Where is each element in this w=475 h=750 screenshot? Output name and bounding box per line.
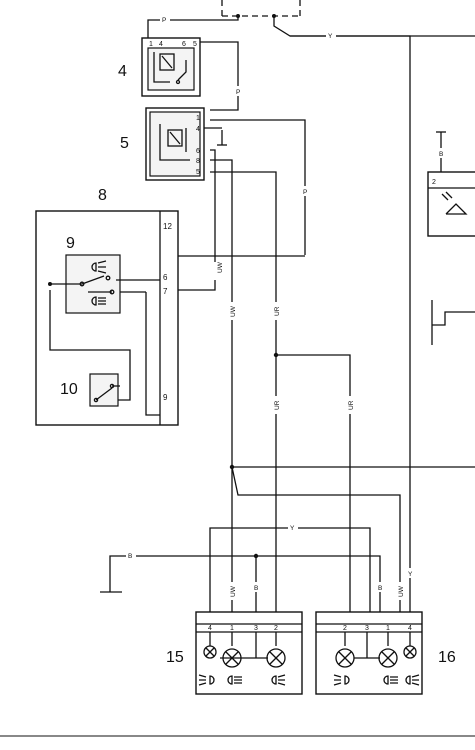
relay5-pin-1: 1: [196, 115, 200, 122]
lamp15-pin-4: 4: [208, 625, 212, 632]
component-number-5: 5: [120, 135, 129, 152]
wire-label-uw: UW: [230, 585, 237, 597]
wire-label-y: Y: [328, 33, 333, 40]
lamp-unit-15: 4 1 3 2: [195, 611, 303, 695]
wire-label-b: B: [439, 151, 443, 158]
lamp-unit-16: 2 3 1 4: [315, 611, 423, 695]
component-number-16: 16: [438, 649, 456, 666]
lamp15-pin-2: 2: [274, 625, 278, 632]
unit8-pin-12: 12: [163, 222, 172, 231]
relay5-pin-6: 6: [196, 148, 200, 155]
component-number-9: 9: [66, 235, 75, 252]
unit8-pin-7: 7: [163, 287, 168, 296]
wire-label-y: Y: [408, 571, 413, 578]
wire-label-p: P: [162, 17, 166, 24]
wire-label-uw: UW: [398, 585, 405, 597]
wire-label-b: B: [254, 585, 258, 592]
wire-label-ur: UR: [348, 400, 355, 410]
right-edge-component: 2: [427, 171, 475, 237]
wire-label-b: B: [128, 553, 132, 560]
lamp16-pin-3: 3: [365, 625, 369, 632]
wires: [100, 16, 475, 625]
unit8-pin-9: 9: [163, 393, 168, 402]
relay-5: 1 4 6 8 5: [145, 107, 227, 181]
unit8-pin-6: 6: [163, 273, 168, 282]
wire-label-ur: UR: [274, 400, 281, 410]
relay5-pin-5: 5: [196, 169, 200, 176]
wire-label-b: B: [378, 585, 382, 592]
wire-label-uw: UW: [217, 261, 224, 273]
lamp15-pin-3: 3: [254, 625, 258, 632]
wire-label-ur: UR: [274, 306, 281, 316]
relay4-pin-1: 1: [149, 41, 153, 48]
wire-label-p: P: [236, 89, 240, 96]
relay4-pin-5: 5: [193, 41, 197, 48]
relay5-pin-8: 8: [196, 158, 200, 165]
lamp15-pin-1: 1: [230, 625, 234, 632]
wire-label-p: P: [303, 189, 307, 196]
lamp16-pin-2: 2: [343, 625, 347, 632]
component-number-8: 8: [98, 187, 107, 204]
relay-4: 1 4 6 5: [141, 37, 201, 97]
relay4-pin-4: 4: [159, 41, 163, 48]
component-number-15: 15: [166, 649, 184, 666]
wire-label-uw: UW: [230, 305, 237, 317]
right-box-pin-2: 2: [432, 179, 436, 186]
lamp16-pin-1: 1: [386, 625, 390, 632]
switch-10: [89, 373, 120, 407]
lamp16-pin-4: 4: [408, 625, 412, 632]
top-connector: [221, 0, 301, 18]
component-number-4: 4: [118, 63, 127, 80]
relay5-pin-4: 4: [196, 126, 200, 133]
component-numbers: 4 5 8 9 10 15 16: [60, 63, 456, 666]
wire-labels: P Y P P UW UW UR UR UR Y B B B UW UW Y B: [126, 16, 445, 600]
wire-label-y: Y: [290, 525, 295, 532]
switch-9: [48, 254, 160, 314]
component-number-10: 10: [60, 381, 78, 398]
relay4-pin-6: 6: [182, 41, 186, 48]
